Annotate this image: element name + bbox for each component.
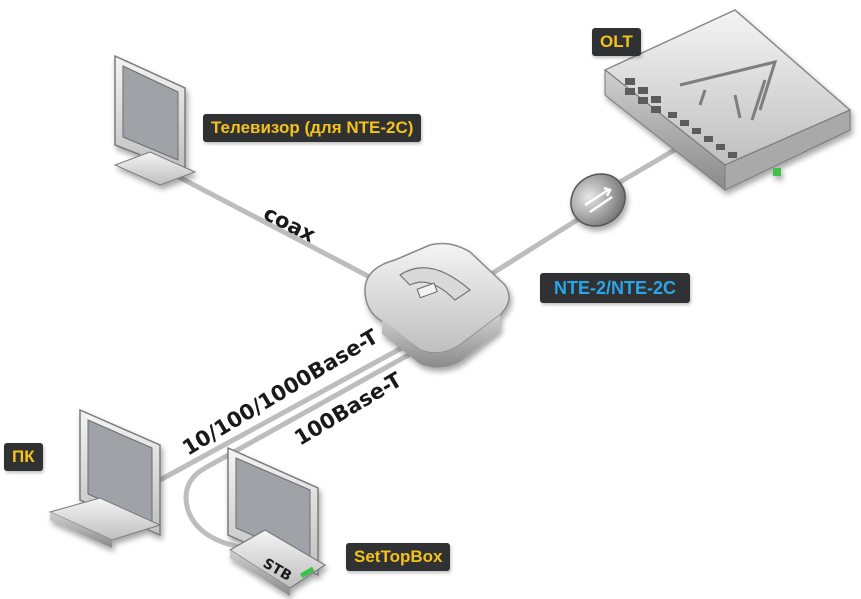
pc-monitor-icon bbox=[48, 408, 162, 548]
olt-label: OLT bbox=[592, 28, 641, 56]
pc-label: ПК bbox=[4, 443, 43, 471]
splitter-to-nte-line bbox=[482, 212, 588, 281]
olt-switch-icon bbox=[603, 9, 852, 192]
tv-monitor-icon bbox=[113, 54, 197, 186]
olt-status-led bbox=[773, 168, 781, 176]
tv-coax-line bbox=[172, 172, 388, 288]
stb-ethernet-line bbox=[183, 340, 433, 551]
settopbox-icon: STB bbox=[227, 446, 327, 596]
settopbox-label: SetTopBox bbox=[346, 543, 451, 571]
olt-ports bbox=[625, 78, 737, 158]
connection-lines bbox=[157, 132, 703, 551]
pc-ethernet-line bbox=[157, 335, 423, 483]
coax-link-label: coax bbox=[260, 201, 320, 247]
nte-label: NTE-2/NTE-2C bbox=[540, 273, 691, 303]
tv-label: Телевизор (для NTE-2C) bbox=[203, 114, 422, 142]
olt-logo-arrows bbox=[679, 59, 778, 121]
splitter-icon bbox=[570, 173, 626, 227]
nte-router-icon bbox=[364, 242, 510, 368]
